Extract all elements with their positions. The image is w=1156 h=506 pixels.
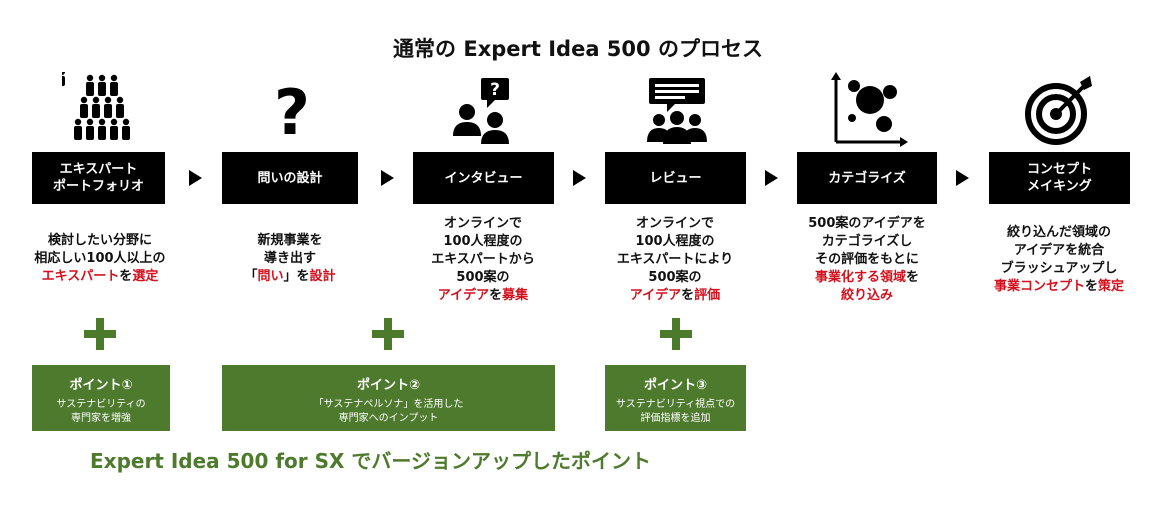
description-line: エキスパートを選定	[20, 268, 180, 286]
description-text: アイデアを統合	[1013, 243, 1105, 258]
description-text: ブラッシュアップし	[1000, 261, 1118, 276]
description-line: カテゴライズし	[787, 233, 947, 251]
highlight-text: 事業コンセプト	[993, 279, 1085, 294]
description-text: を	[1084, 279, 1098, 294]
svg-text:?: ?	[274, 76, 310, 148]
description-line: エキスパートから	[403, 251, 563, 269]
description-line: 導き出す	[210, 250, 370, 268]
highlight-text: アイデア	[629, 288, 682, 303]
description-text: 100人程度の	[635, 234, 715, 249]
step-box-review: レビュー	[605, 152, 746, 204]
description-line: アイデアを統合	[979, 242, 1139, 260]
step-description: オンラインで 100人程度のエキスパートにより 500案のアイデアを評価	[595, 215, 755, 305]
description-line: 「問い」を設計	[210, 268, 370, 286]
description-line: 事業化する領域を	[787, 269, 947, 287]
highlight-text: 募集	[502, 288, 529, 303]
highlight-text: 設計	[309, 269, 336, 284]
description-text: 新規事業を	[257, 233, 323, 248]
arrow-right-icon	[381, 170, 394, 186]
arrow-right-icon	[956, 170, 969, 186]
step-box-categorize: カテゴライズ	[797, 152, 937, 204]
description-line: エキスパートにより	[595, 251, 755, 269]
description-text: を	[119, 269, 133, 284]
step-box-concept-making: コンセプトメイキング	[989, 152, 1130, 204]
step-description: 絞り込んだ領域のアイデアを統合ブラッシュアップし事業コンセプトを策定	[979, 224, 1139, 296]
point-box-3: ポイント③ サステナビリティ視点での評価指標を追加	[605, 365, 746, 431]
description-text: エキスパートにより	[616, 252, 734, 267]
description-text: を	[489, 288, 503, 303]
arrow-right-icon	[573, 170, 586, 186]
svg-text:?: ?	[490, 80, 500, 100]
highlight-text: 策定	[1098, 279, 1125, 294]
description-line: オンラインで	[403, 215, 563, 233]
description-text: 「	[244, 269, 258, 284]
description-line: 500案の	[595, 269, 755, 287]
description-text: 500案のアイデアを	[808, 216, 926, 231]
description-line: アイデアを募集	[403, 287, 563, 305]
arrow-right-icon	[189, 170, 202, 186]
description-line: 100人程度の	[595, 233, 755, 251]
description-line: 相応しい100人以上の	[20, 250, 180, 268]
description-text: エキスパートから	[431, 252, 535, 267]
step-box-expert-portfolio: エキスパートポートフォリオ	[32, 152, 165, 204]
description-text: 500案の	[648, 270, 702, 285]
description-text: 絞り込んだ領域の	[1006, 225, 1111, 240]
description-text: オンラインで	[443, 216, 522, 231]
point-box-1: ポイント① サステナビリティの専門家を増強	[32, 365, 170, 431]
description-text: 500案の	[456, 270, 510, 285]
description-line: 500案のアイデアを	[787, 215, 947, 233]
description-line: オンラインで	[595, 215, 755, 233]
description-text: 相応しい100人以上の	[34, 251, 166, 266]
step-box-question-design: 問いの設計	[222, 152, 358, 204]
point-box-2: ポイント② 「サステナペルソナ」を活用した専門家へのインプット	[222, 365, 555, 431]
description-line: その評価をもとに	[787, 251, 947, 269]
description-line: 500案の	[403, 269, 563, 287]
description-text: オンラインで	[635, 216, 714, 231]
description-line: アイデアを評価	[595, 287, 755, 305]
description-line: 検討したい分野に	[20, 232, 180, 250]
page-title: 通常の Expert Idea 500 のプロセス	[393, 37, 763, 61]
highlight-text: 絞り込み	[840, 288, 893, 303]
highlight-text: 事業化する領域	[814, 270, 906, 285]
description-text: 検討したい分野に	[47, 233, 152, 248]
highlight-text: 問い	[257, 269, 284, 284]
description-line: ブラッシュアップし	[979, 260, 1139, 278]
highlight-text: 選定	[132, 269, 159, 284]
question-mark-icon: ?	[252, 72, 332, 149]
people-pyramid-icon	[59, 69, 142, 148]
description-text: を	[681, 288, 695, 303]
arrow-right-icon	[765, 170, 778, 186]
description-text: その評価をもとに	[815, 252, 919, 267]
step-box-interview: インタビュー	[413, 152, 554, 204]
description-line: 100人程度の	[403, 233, 563, 251]
highlight-text: 評価	[694, 288, 721, 303]
description-text: 100人程度の	[443, 234, 523, 249]
description-text: カテゴライズし	[821, 234, 913, 249]
interview-question-icon: ?	[445, 72, 525, 148]
step-description: 500案のアイデアをカテゴライズしその評価をもとに事業化する領域を絞り込み	[787, 215, 947, 305]
bubble-chart-icon	[828, 72, 908, 148]
highlight-text: エキスパート	[41, 269, 120, 284]
description-line: 絞り込んだ領域の	[979, 224, 1139, 242]
group-review-icon	[637, 72, 717, 148]
description-line: 絞り込み	[787, 287, 947, 305]
step-description: 新規事業を導き出す「問い」を設計	[210, 232, 370, 286]
target-icon	[1018, 72, 1098, 148]
description-text: を	[906, 270, 920, 285]
footer-caption: Expert Idea 500 for SX でバージョンアップしたポイント	[90, 449, 651, 473]
step-description: オンラインで 100人程度のエキスパートから 500案のアイデアを募集	[403, 215, 563, 305]
description-line: 新規事業を	[210, 232, 370, 250]
plus-icon	[84, 318, 116, 350]
description-line: 事業コンセプトを策定	[979, 278, 1139, 296]
plus-icon	[660, 318, 692, 350]
plus-icon	[372, 318, 404, 350]
highlight-text: アイデア	[437, 288, 490, 303]
description-text: 」を	[283, 269, 310, 284]
description-text: 導き出す	[263, 251, 316, 266]
step-description: 検討したい分野に相応しい100人以上のエキスパートを選定	[20, 232, 180, 286]
